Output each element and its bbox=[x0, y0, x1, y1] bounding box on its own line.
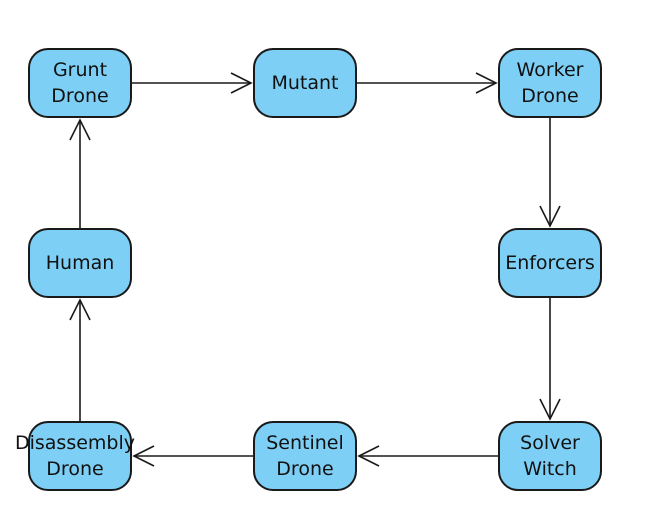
node-solver-witch-label: Solver Witch bbox=[520, 432, 580, 480]
node-human: Human bbox=[28, 228, 132, 298]
node-worker-drone: Worker Drone bbox=[498, 48, 602, 118]
edge-sentinel-drone-to-disassembly-drone bbox=[132, 445, 253, 467]
arrowhead bbox=[539, 205, 561, 228]
node-worker-drone-label: Worker Drone bbox=[516, 59, 584, 107]
edges-layer bbox=[69, 72, 561, 467]
node-solver-witch: Solver Witch bbox=[498, 421, 602, 491]
edge-grunt-drone-to-mutant bbox=[132, 72, 253, 94]
edge-human-to-grunt-drone bbox=[69, 118, 91, 228]
edge-disassembly-drone-to-human bbox=[69, 298, 91, 421]
node-enforcers-label: Enforcers bbox=[505, 252, 595, 274]
arrowhead bbox=[539, 398, 561, 421]
edge-worker-drone-to-enforcers bbox=[539, 118, 561, 228]
node-human-label: Human bbox=[45, 252, 115, 274]
edge-solver-witch-to-sentinel-drone bbox=[357, 445, 498, 467]
node-enforcers: Enforcers bbox=[498, 228, 602, 298]
arrowhead bbox=[230, 72, 253, 94]
arrowhead bbox=[357, 445, 380, 467]
node-grunt-drone: Grunt Drone bbox=[28, 48, 132, 118]
node-sentinel-drone: Sentinel Drone bbox=[253, 421, 357, 491]
edge-enforcers-to-solver-witch bbox=[539, 298, 561, 421]
node-disassembly-drone-label: Disassembly Drone bbox=[14, 432, 136, 480]
node-grunt-drone-label: Grunt Drone bbox=[51, 59, 109, 107]
node-mutant: Mutant bbox=[253, 48, 357, 118]
arrowhead bbox=[132, 445, 155, 467]
edge-mutant-to-worker-drone bbox=[357, 72, 498, 94]
node-sentinel-drone-label: Sentinel Drone bbox=[266, 432, 344, 480]
arrowhead bbox=[69, 298, 91, 321]
arrowhead bbox=[475, 72, 498, 94]
node-mutant-label: Mutant bbox=[271, 72, 339, 94]
node-disassembly-drone: Disassembly Drone bbox=[15, 421, 135, 491]
arrowhead bbox=[69, 118, 91, 141]
